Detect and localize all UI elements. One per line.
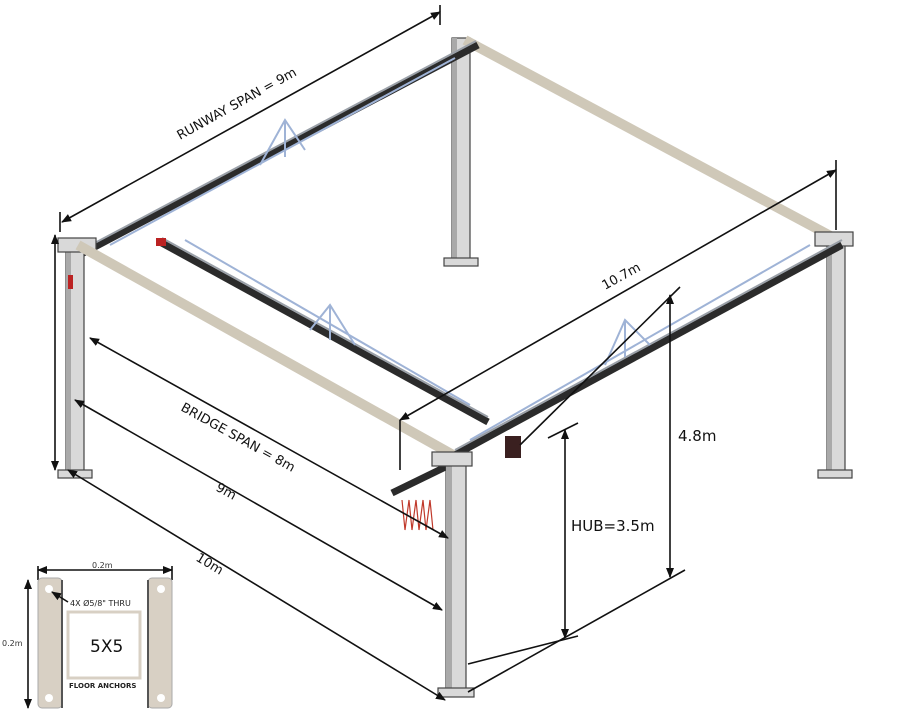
hub-height-label: HUB=3.5m (571, 517, 655, 535)
bridge-beam (156, 237, 490, 426)
inset-hole-note: 4X Ø5/8" THRU (70, 598, 131, 608)
left-runway-beam (75, 240, 465, 465)
floor-anchor-inset (24, 566, 173, 709)
back-runway-beam (462, 35, 841, 245)
width-inner-label: 9m (213, 480, 239, 503)
inset-caption: FLOOR ANCHORS (69, 682, 136, 690)
total-height-label: 4.8m (678, 427, 716, 445)
overall-runway-label: 10.7m (600, 260, 644, 293)
inset-size-label: 5X5 (90, 637, 123, 657)
inset-height-label: 0.2m (2, 639, 23, 648)
front-post (431, 451, 475, 698)
bridge-span-label: BRIDGE SPAN = 8m (178, 400, 297, 475)
back-rail (68, 40, 480, 264)
inset-width-label: 0.2m (92, 561, 113, 570)
front-rail (453, 239, 844, 459)
dimension-lines (51, 5, 837, 701)
left-post (57, 237, 97, 479)
runway-span-label: RUNWAY SPAN = 9m (175, 65, 300, 143)
right-post (814, 231, 854, 479)
back-post (443, 37, 479, 267)
width-outer-label: 10m (193, 551, 226, 579)
